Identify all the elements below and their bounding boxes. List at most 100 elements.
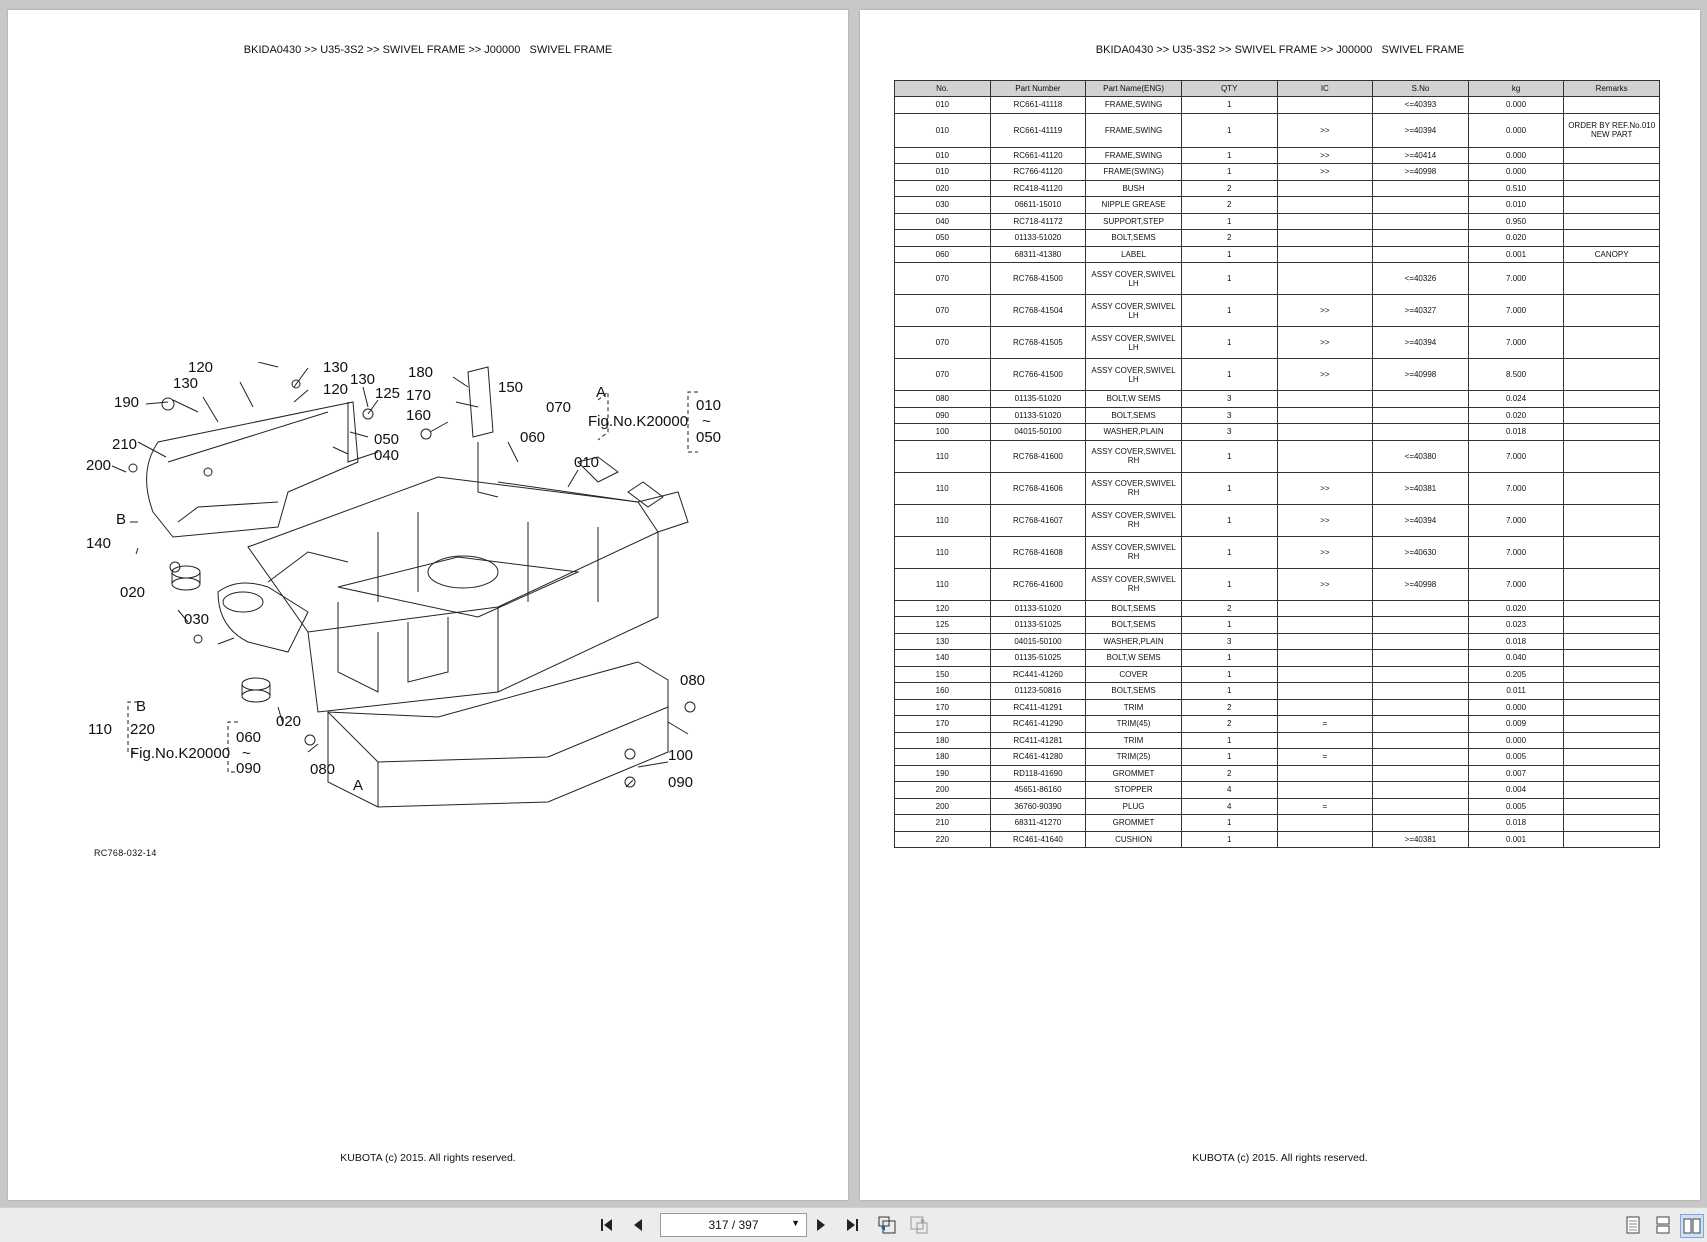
diagram-code: RC768-032-14 [94, 848, 157, 858]
table-cell: RC441-41260 [989, 665, 1087, 683]
table-cell: 090 [894, 406, 991, 424]
last-page-icon[interactable] [840, 1214, 862, 1236]
single-page-view-icon[interactable] [1622, 1214, 1644, 1236]
table-cell: 1 [1180, 112, 1278, 148]
column-header: IC [1276, 80, 1374, 97]
table-cell [1276, 262, 1374, 295]
table-cell [1372, 616, 1469, 634]
callout-060-range: 060 [236, 729, 261, 746]
table-cell [1276, 196, 1374, 214]
table-cell: ASSY COVER,SWIVEL RH [1085, 471, 1182, 505]
two-page-view-icon[interactable] [1680, 1214, 1704, 1238]
callout-fig-k20000: Fig.No.K20000 [130, 745, 230, 762]
table-cell [1276, 830, 1374, 848]
table-cell [1372, 599, 1469, 617]
table-cell: 7.000 [1467, 503, 1565, 537]
table-cell: 2 [1180, 698, 1278, 716]
table-cell: GROMMET [1085, 814, 1182, 832]
go-forward-view-icon[interactable] [908, 1214, 930, 1236]
go-back-view-icon[interactable] [876, 1214, 898, 1236]
callout-070: 070 [546, 399, 571, 416]
table-cell: 070 [894, 358, 991, 391]
callout-080: 080 [310, 761, 335, 778]
table-cell: 110 [894, 471, 991, 505]
callout-100: 100 [668, 747, 693, 764]
table-cell: 01133-51020 [989, 229, 1087, 247]
callout-125: 125 [375, 385, 400, 402]
callout-010: 010 [574, 454, 599, 471]
callout-120: 120 [188, 362, 213, 376]
table-cell: 04015-50100 [989, 632, 1087, 650]
table-cell: 68311-41380 [989, 245, 1087, 263]
table-cell [1276, 212, 1374, 230]
table-cell [1563, 179, 1660, 197]
table-cell: 0.024 [1467, 390, 1565, 408]
table-cell [1372, 781, 1469, 799]
table-cell: 0.040 [1467, 649, 1565, 667]
table-cell [1563, 390, 1660, 408]
table-cell: 0.023 [1467, 616, 1565, 634]
table-cell: 01133-51020 [989, 599, 1087, 617]
table-cell: 1 [1180, 439, 1278, 473]
continuous-view-icon[interactable] [1652, 1214, 1674, 1236]
table-cell [1563, 262, 1660, 295]
table-cell: 0.950 [1467, 212, 1565, 230]
table-cell [1276, 665, 1374, 683]
table-cell: 4 [1180, 797, 1278, 815]
table-cell [1276, 229, 1374, 247]
callout-b: B [136, 698, 146, 715]
table-cell: >> [1276, 326, 1374, 359]
table-cell [1563, 616, 1660, 634]
table-cell: 0.000 [1467, 96, 1565, 114]
column-header: Remarks [1563, 80, 1660, 97]
page-number-input[interactable]: 317 / 397 ▼ [660, 1213, 807, 1237]
table-cell: 0.000 [1467, 731, 1565, 749]
callout-b: B [116, 511, 126, 528]
prev-page-icon[interactable] [627, 1214, 649, 1236]
table-cell [1563, 567, 1660, 601]
table-cell: 1 [1180, 163, 1278, 181]
table-cell: 1 [1180, 814, 1278, 832]
table-cell: 0.205 [1467, 665, 1565, 683]
table-cell: 01133-51020 [989, 406, 1087, 424]
table-cell: 01133-51025 [989, 616, 1087, 634]
table-cell: 68311-41270 [989, 814, 1087, 832]
table-cell: 010 [894, 112, 991, 148]
chevron-down-icon[interactable]: ▼ [791, 1218, 800, 1228]
table-cell: 1 [1180, 358, 1278, 391]
table-cell [1276, 406, 1374, 424]
table-cell: 040 [894, 212, 991, 230]
table-header-row: No. Part Number Part Name(ENG) QTY IC S.… [894, 80, 1660, 97]
first-page-icon[interactable] [598, 1214, 620, 1236]
table-cell: 3 [1180, 423, 1278, 441]
table-cell: ORDER BY REF.No.010 NEW PART [1563, 112, 1660, 148]
table-cell: 7.000 [1467, 439, 1565, 473]
callout-130: 130 [350, 371, 375, 388]
page-footer-copyright: KUBOTA (c) 2015. All rights reserved. [1192, 1152, 1368, 1164]
table-cell: 36760-90390 [989, 797, 1087, 815]
table-cell: 070 [894, 294, 991, 327]
table-cell: BOLT,SEMS [1085, 229, 1182, 247]
callout-160: 160 [406, 407, 431, 424]
table-cell: BOLT,SEMS [1085, 682, 1182, 700]
table-cell: RC768-41500 [989, 262, 1087, 295]
table-cell: >> [1276, 567, 1374, 601]
callout-150: 150 [498, 379, 523, 396]
next-page-icon[interactable] [810, 1214, 832, 1236]
